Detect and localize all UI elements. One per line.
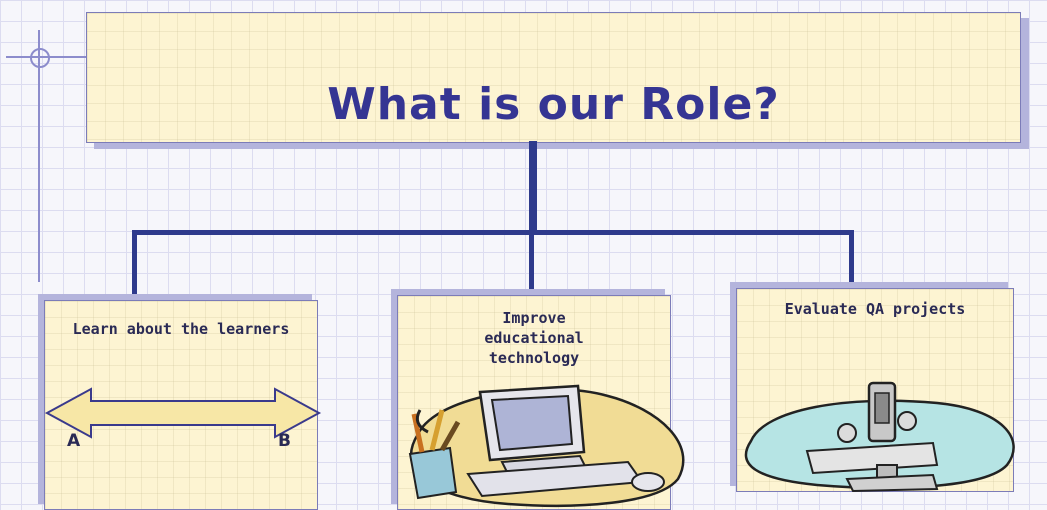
decorative-vertical-line	[38, 30, 40, 282]
connector-drop-right	[849, 230, 854, 290]
endpoint-label-b: B	[278, 431, 291, 451]
computer-clipart-icon	[408, 384, 685, 507]
learners-box: Learn about the learners A B	[44, 300, 322, 510]
double-arrow-icon	[44, 387, 322, 439]
evaluate-box: Evaluate QA projects	[736, 288, 1015, 493]
connector-bar	[132, 230, 854, 235]
learners-box-label: Learn about the learners	[72, 320, 290, 338]
evaluate-box-label: Evaluate QA projects	[784, 300, 966, 318]
slide-title: What is our Role?	[327, 79, 780, 130]
microscope-clipart-icon	[744, 381, 1015, 493]
connector-drop-left	[132, 230, 137, 300]
connector-drop-middle	[529, 230, 534, 295]
technology-box-label: Improve educational technology	[484, 309, 584, 367]
endpoint-label-a: A	[67, 431, 81, 451]
title-box: What is our Role?	[86, 12, 1021, 143]
decorative-crosshair-circle	[30, 48, 50, 68]
connector-trunk	[529, 141, 537, 235]
technology-box: Improve educational technology	[397, 295, 685, 510]
